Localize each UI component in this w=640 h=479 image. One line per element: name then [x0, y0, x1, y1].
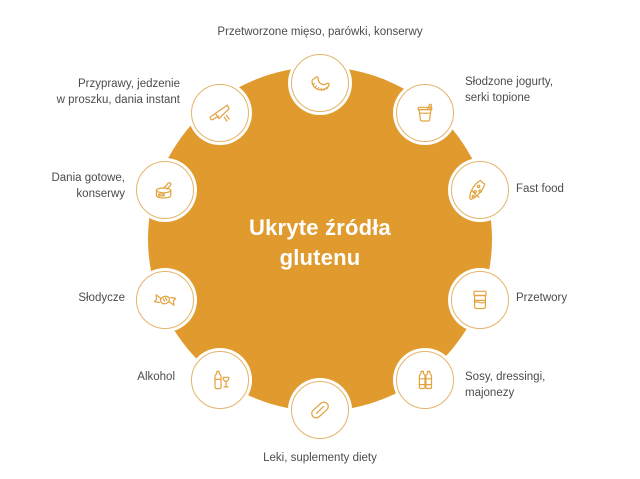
node-przyprawy[interactable]	[191, 84, 249, 142]
sausage-icon	[305, 68, 335, 98]
node-sosy-dressingi[interactable]	[396, 351, 454, 409]
sauce-bottles-icon	[410, 365, 440, 395]
node-slodzone-jogurty[interactable]	[396, 84, 454, 142]
tin-can-icon	[150, 175, 180, 205]
pill-icon	[305, 395, 335, 425]
label-slodycze: Słodycze	[78, 292, 125, 304]
node-alkohol[interactable]	[191, 351, 249, 409]
node-leki-suplementy[interactable]	[291, 381, 349, 439]
label-przyprawy: Przyprawy, jedzenie w proszku, dania ins…	[56, 78, 180, 106]
jar-icon	[465, 285, 495, 315]
pizza-slice-icon	[465, 175, 495, 205]
center-title: Ukryte źródła glutenu	[249, 215, 391, 270]
spice-pouch-icon	[205, 98, 235, 128]
node-przetwory[interactable]	[451, 271, 509, 329]
candy-icon	[150, 285, 180, 315]
yogurt-cup-icon	[410, 98, 440, 128]
bottle-glass-icon	[205, 365, 235, 395]
label-sosy-dressingi: Sosy, dressingi, majonezy	[465, 371, 546, 399]
label-leki-suplementy: Leki, suplementy diety	[263, 452, 377, 464]
label-slodzone-jogurty: Słodzone jogurty, serki topione	[465, 76, 554, 104]
node-dania-gotowe[interactable]	[136, 161, 194, 219]
label-fast-food: Fast food	[516, 183, 564, 195]
node-przetworzone-mieso[interactable]	[291, 54, 349, 112]
label-przetworzone-mieso: Przetworzone mięso, parówki, konserwy	[217, 26, 423, 38]
node-slodycze[interactable]	[136, 271, 194, 329]
label-przetwory: Przetwory	[516, 292, 568, 304]
node-fast-food[interactable]	[451, 161, 509, 219]
label-alkohol: Alkohol	[137, 371, 175, 383]
label-dania-gotowe: Dania gotowe, konserwy	[51, 172, 125, 200]
